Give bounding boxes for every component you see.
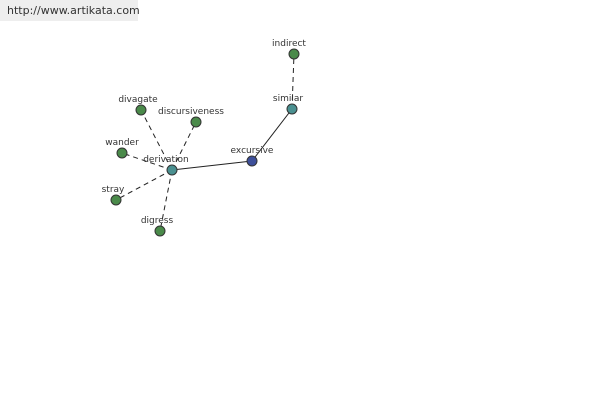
node-digress[interactable] — [154, 225, 166, 237]
graph-labels: excursive derivation similar indirect divaga… — [102, 39, 307, 226]
node-label-wander[interactable]: wander — [105, 138, 139, 148]
edge-excursive-derivation — [171, 160, 253, 171]
node-similar[interactable] — [286, 103, 298, 115]
node-label-derivation[interactable]: derivation — [143, 155, 189, 165]
graph-nodes — [110, 48, 300, 237]
node-divagate[interactable] — [135, 104, 147, 116]
edge-excursive-similar — [251, 108, 293, 162]
node-derivation[interactable] — [166, 164, 178, 176]
node-discursiveness[interactable] — [190, 116, 202, 128]
node-label-digress[interactable]: digress — [141, 216, 174, 226]
node-wander[interactable] — [116, 147, 128, 159]
graph-edges — [115, 53, 295, 232]
node-indirect[interactable] — [288, 48, 300, 60]
node-label-indirect[interactable]: indirect — [272, 39, 306, 49]
node-label-discursiveness[interactable]: discursiveness — [158, 107, 224, 117]
edge-derivation-digress — [159, 169, 173, 232]
node-label-stray[interactable]: stray — [102, 185, 125, 195]
node-excursive[interactable] — [246, 155, 258, 167]
edge-derivation-divagate — [140, 109, 173, 171]
node-label-divagate[interactable]: divagate — [118, 95, 158, 105]
site-url[interactable]: http://www.artikata.com — [7, 4, 140, 17]
site-url-bar: http://www.artikata.com — [0, 0, 140, 21]
node-label-excursive[interactable]: excursive — [231, 146, 274, 156]
edge-similar-indirect — [291, 53, 295, 110]
node-label-similar[interactable]: similar — [273, 94, 303, 104]
node-stray[interactable] — [110, 194, 122, 206]
edge-derivation-stray — [115, 169, 173, 201]
